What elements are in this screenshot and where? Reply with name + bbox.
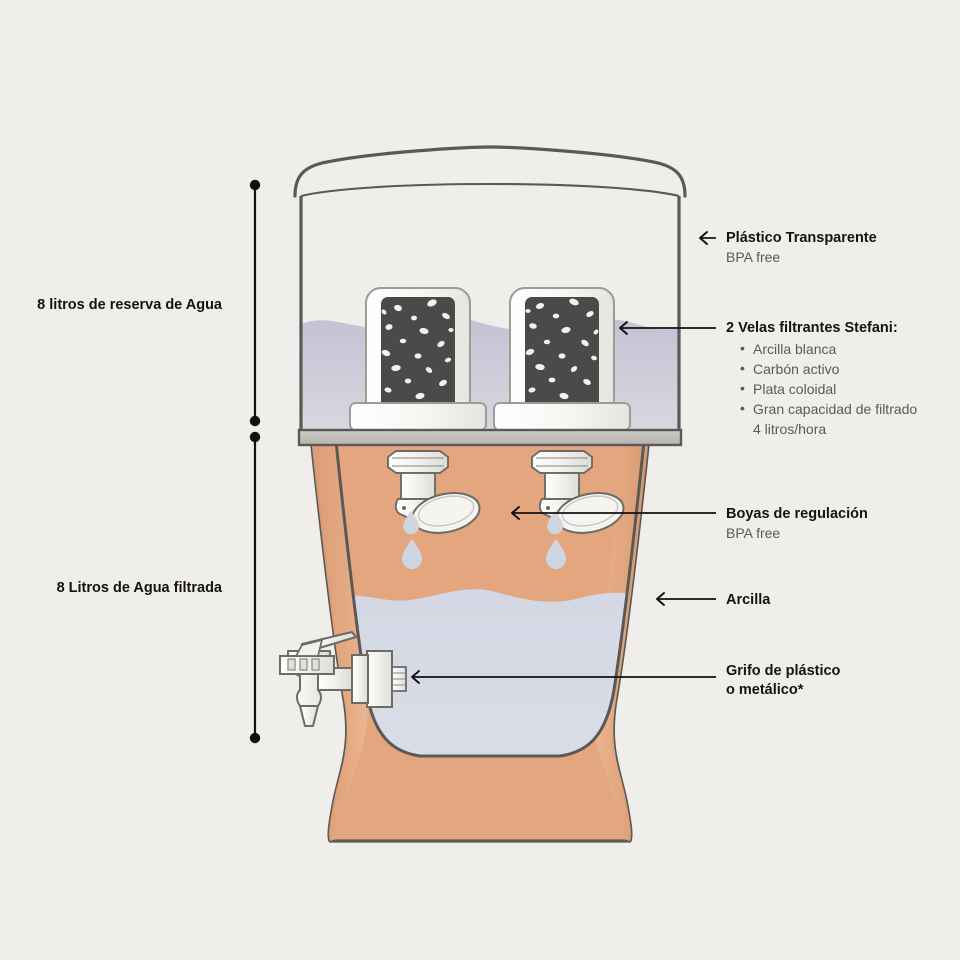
arrow-left-icon [699,231,708,245]
bracket-endpoint-dot [249,179,261,191]
annotation-grifo: Grifo de plástico o metálico* [726,662,840,700]
annotation-grifo-title: Grifo de plástico [726,663,841,679]
annotation-velas-bullets: Arcilla blanca Carbón activo Plata coloi… [726,339,917,439]
annotation-plastico: Plástico Transparente BPA free [726,229,877,267]
list-item: Gran capacidad de filtrado [740,399,917,420]
annotation-boyas-subtitle: BPA free [726,525,781,542]
list-item: Arcilla blanca [740,339,917,360]
arrow-left-icon [411,670,420,684]
water-droplet [547,511,563,534]
list-item-continuation: 4 litros/hora [753,420,827,437]
lower-clay-body [309,435,651,843]
leader-grifo [411,670,716,684]
float-valve-right [531,450,625,569]
water-droplet [403,511,419,534]
water-droplet [546,539,566,569]
measurement-bracket-reserve [249,179,261,427]
tap-assembly [279,631,407,727]
annotation-plastico-subtitle: BPA free [726,249,781,266]
annotation-boyas: Boyas de regulación BPA free [726,505,868,543]
annotation-velas-title: 2 Velas filtrantes Stefani: [726,320,898,336]
upper-transparent-chamber [293,145,687,434]
annotation-plastico-title: Plástico Transparente [726,230,877,246]
bracket-endpoint-dot [249,415,261,427]
bracket-endpoint-dot [249,431,261,443]
leader-arcilla [656,592,716,606]
bracket-endpoint-dot [249,732,261,744]
annotation-arcilla-title: Arcilla [726,592,771,608]
annotation-grifo-title-line2: o metálico* [726,682,804,699]
filtered-water-lower [336,589,644,756]
side-label-filtered: 8 Litros de Agua filtrada [0,580,222,596]
measurement-bracket-filtered [249,431,261,744]
list-item: Carbón activo [740,359,917,380]
float-valve-left [387,450,481,569]
leader-plastico [699,231,716,245]
arrow-left-icon [619,321,628,335]
filter-candle-left [349,287,487,444]
arrow-left-icon [511,506,520,520]
annotation-boyas-title: Boyas de regulación [726,506,868,522]
leader-boyas [511,506,716,520]
side-label-reserve: 8 litros de reserva de Agua [0,297,222,313]
filter-candle-right [493,287,631,444]
annotation-velas: 2 Velas filtrantes Stefani: Arcilla blan… [726,319,917,440]
list-item: Plata coloidal [740,379,917,400]
annotation-arcilla: Arcilla [726,591,770,610]
arrow-left-icon [656,592,665,606]
water-droplet [402,539,422,569]
divider-shelf [297,428,683,447]
leader-velas [619,321,716,335]
side-label-filtered-text: 8 Litros de Agua filtrada [56,580,222,596]
side-label-reserve-text: 8 litros de reserva de Agua [37,297,222,313]
